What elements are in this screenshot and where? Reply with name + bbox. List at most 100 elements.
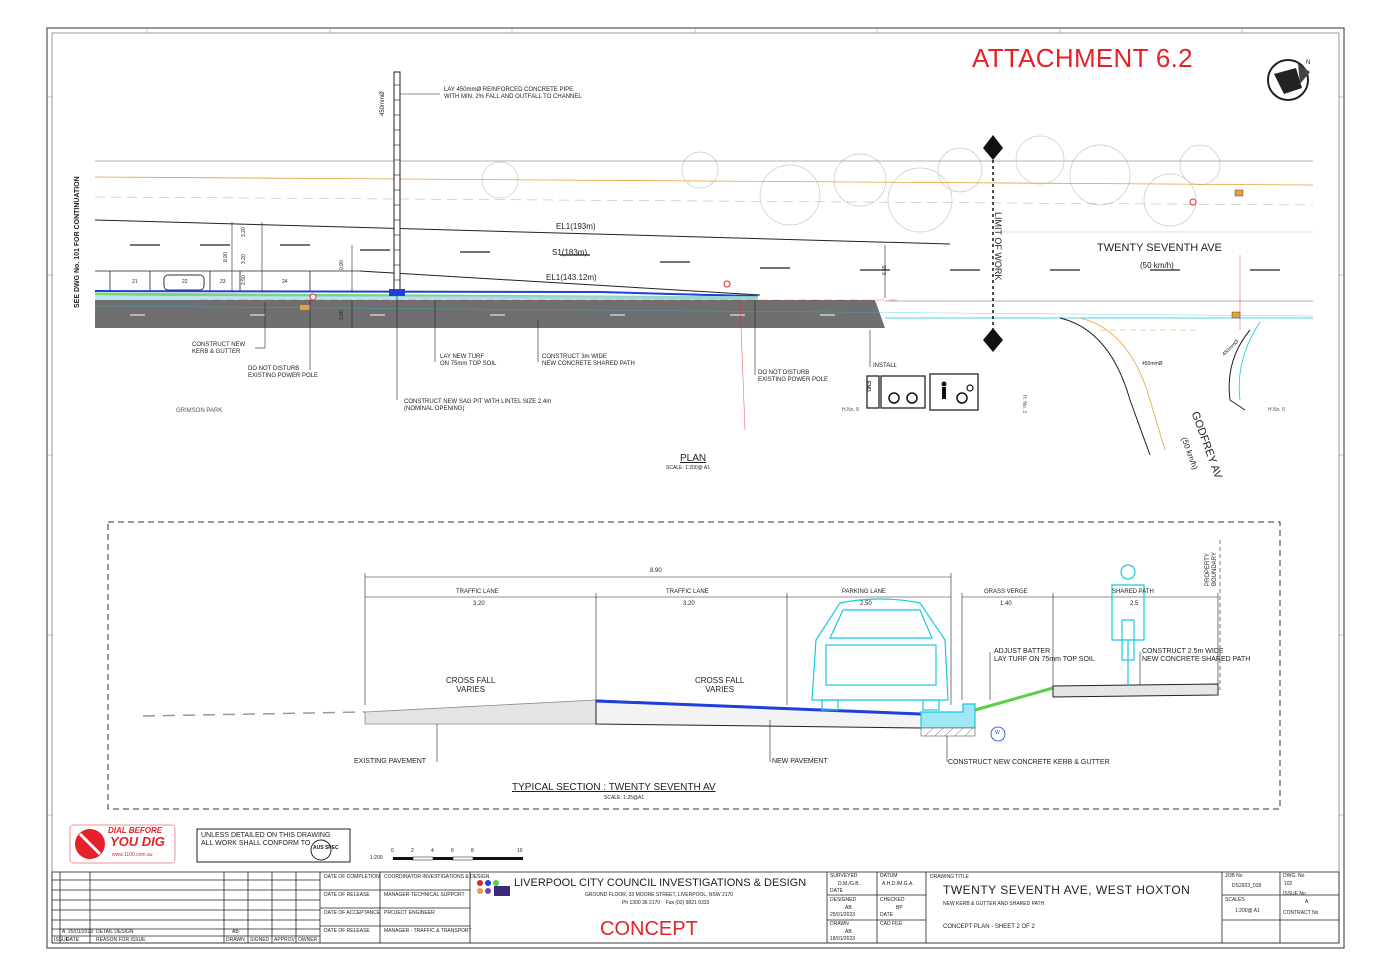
scale-tick-10: 10: [517, 848, 523, 854]
scale-tick-8: 8: [471, 848, 474, 854]
house-8-label: H.No. 8: [842, 407, 859, 413]
issue-value: A: [1305, 899, 1309, 905]
service-line-orange: [94, 176, 1314, 186]
cyclist-icon: [1111, 564, 1145, 686]
approval-4-k: DATE OF RELEASE: [324, 928, 370, 934]
end-sign: [866, 375, 880, 409]
designed-label: DESIGNED: [830, 897, 857, 903]
dim-320a: 3.20: [241, 227, 247, 237]
shared-path-slab: [1052, 683, 1219, 698]
lane-3-name: PARKING LANE: [842, 589, 886, 595]
rev-h-reason: REASON FOR ISSUE: [96, 937, 146, 943]
dwg-value: 102: [1284, 881, 1293, 887]
el1-143-label: EL1(143.12m): [546, 273, 597, 282]
power-pole-icon: [309, 293, 317, 301]
note-pole-1: DO NOT DISTURB EXISTING POWER POLE: [248, 366, 319, 379]
bay-22: 22: [182, 279, 188, 285]
approval-3-k: DATE OF ACCEPTANCE: [324, 910, 381, 916]
drawing-subtitle: NEW KERB & GUTTER AND SHARED PATH: [943, 901, 1045, 907]
pipe-label-2: 450mmØ: [1142, 361, 1163, 367]
drawing-title-label: DRAWING TITLE: [930, 874, 969, 880]
scale-tick-2: 2: [411, 848, 414, 854]
bike-ped-icon: [888, 381, 974, 404]
note-kerb: CONSTRUCT NEW KERB & GUTTER: [192, 342, 246, 355]
sag-pit-icon: [389, 289, 405, 296]
note-turf: LAY NEW TURF ON 75mm TOP SOIL: [440, 354, 497, 367]
lane-3-width: 2.50: [860, 601, 872, 607]
surveyed-label: SURVEYED: [830, 873, 858, 879]
scale-tick-6: 6: [451, 848, 454, 854]
approval-2-k: DATE OF RELEASE: [324, 892, 370, 898]
verge-turf: [974, 686, 1054, 712]
godfrey-kerb-right: [1228, 329, 1251, 411]
bay-24: 24: [282, 279, 288, 285]
scale-tick-4: 4: [431, 848, 434, 854]
lane-4-width: 1.40: [1000, 601, 1012, 607]
rev-h-signed: SIGNED: [250, 937, 270, 943]
sheet-number: CONCEPT PLAN - SHEET 2 OF 2: [943, 924, 1035, 930]
kerb-gutter-label: CONSTRUCT NEW CONCRETE KERB & GUTTER: [948, 759, 1110, 766]
concept-stamp: CONCEPT: [600, 918, 698, 940]
house-6-label: H.No. 6: [1268, 407, 1285, 413]
section-scale: SCALE: 1:25@A1: [604, 795, 645, 801]
rev-h-issue: ISSUE: [54, 937, 70, 943]
surveyed-value: D.M./G.B.: [838, 881, 860, 887]
scale-ratio: 1:200: [370, 855, 383, 861]
scale-bar: [393, 856, 523, 861]
dim-655: 6.55: [882, 265, 888, 275]
note-pole-2: DO NOT DISTURB EXISTING POWER POLE: [758, 370, 829, 383]
rev-h-approv: APPROV: [274, 937, 295, 943]
council-logo-icon: [477, 880, 510, 896]
job-label: JOB No: [1225, 873, 1243, 879]
auspec-text: AUS SPEC: [313, 845, 339, 851]
shared-path-label: CONSTRUCT 2.5m WIDE NEW CONCRETE SHARED …: [1142, 648, 1251, 664]
road-name: TWENTY SEVENTH AVE: [1097, 242, 1222, 254]
job-value: DS2923_018: [1232, 883, 1262, 889]
council-address: GROUND FLOOR, 33 MOORE STREET, LIVERPOOL…: [585, 892, 734, 898]
approval-4-v: MANAGER - TRAFFIC & TRANSPORT: [384, 928, 472, 934]
new-pavement-label: NEW PAVEMENT: [772, 758, 828, 765]
lane-5-name: SHARED PATH: [1112, 589, 1154, 595]
note-shared-path: CONSTRUCT 3m WIDE NEW CONCRETE SHARED PA…: [542, 354, 635, 367]
section-frame: [107, 521, 1281, 810]
datum-label: DATUM: [880, 873, 898, 879]
plan-title: PLAN: [680, 453, 707, 464]
approval-1-k: DATE OF COMPLETION: [324, 874, 380, 880]
checked-value: BP: [896, 905, 903, 911]
plan-dimensions: [231, 222, 886, 328]
approval-3-v: PROJECT ENGINEER: [384, 910, 435, 916]
designed-date: 25/01/2023: [830, 912, 856, 918]
dim-890: 8.90: [223, 252, 229, 262]
rev-row-date: 25/01/2023: [68, 929, 94, 935]
checked-date-label: DATE: [880, 912, 893, 918]
dim-300: 3.00: [339, 310, 345, 320]
lane-1-width: 3.20: [473, 601, 485, 607]
parking-bays: [95, 270, 360, 291]
note-install: INSTALL: [873, 363, 897, 369]
red-services: [200, 255, 1241, 431]
lane-2-name: TRAFFIC LANE: [666, 589, 709, 595]
approval-2-v: MANAGER-TECHNICAL SUPPORT: [384, 892, 465, 898]
pipe-hatches: [394, 84, 400, 281]
scales-value: 1:200@ A1: [1235, 908, 1260, 914]
lane-1-name: TRAFFIC LANE: [456, 589, 499, 595]
issue-label: ISSUE No: [1283, 891, 1306, 897]
pipe-icon: [393, 71, 401, 295]
end-sign-label: END: [865, 381, 871, 392]
shared-path: [95, 300, 885, 328]
note-pipe: LAY 450mmØ REINFORCED CONCRETE PIPE WITH…: [444, 87, 582, 100]
section-title: TYPICAL SECTION : TWENTY SEVENTH AV: [512, 782, 716, 793]
batter-label: ADJUST BATTER LAY TURF ON 75mm TOP SOIL: [994, 648, 1095, 664]
shared-path-sign: [880, 375, 926, 409]
lane-2-width: 3.20: [683, 601, 695, 607]
car-section-icon: [811, 598, 949, 711]
new-kerb-line: [94, 290, 759, 297]
house-2-label: H. No. 2: [1021, 395, 1027, 414]
new-seal: [595, 699, 922, 716]
godfrey-kerb-left: [1059, 317, 1151, 456]
dial-text-2: YOU DIG: [110, 834, 165, 849]
approval-1-v: COORDINATOR INVESTIGATIONS & DESIGN: [384, 874, 490, 880]
plan-scale: SCALE: 1:200@ A1: [666, 465, 710, 471]
rev-h-date: DATE: [66, 937, 79, 943]
